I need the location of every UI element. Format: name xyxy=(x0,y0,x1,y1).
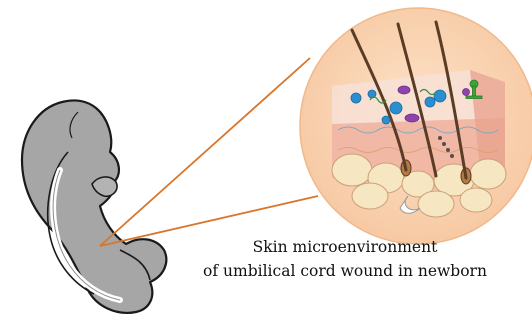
caption-line-1: Skin microenvironment xyxy=(200,238,490,256)
caption-line-2: of umbilical cord wound in newborn xyxy=(160,262,530,280)
zoom-connector-lines xyxy=(100,58,318,246)
skin-cross-section-icon xyxy=(300,8,532,244)
